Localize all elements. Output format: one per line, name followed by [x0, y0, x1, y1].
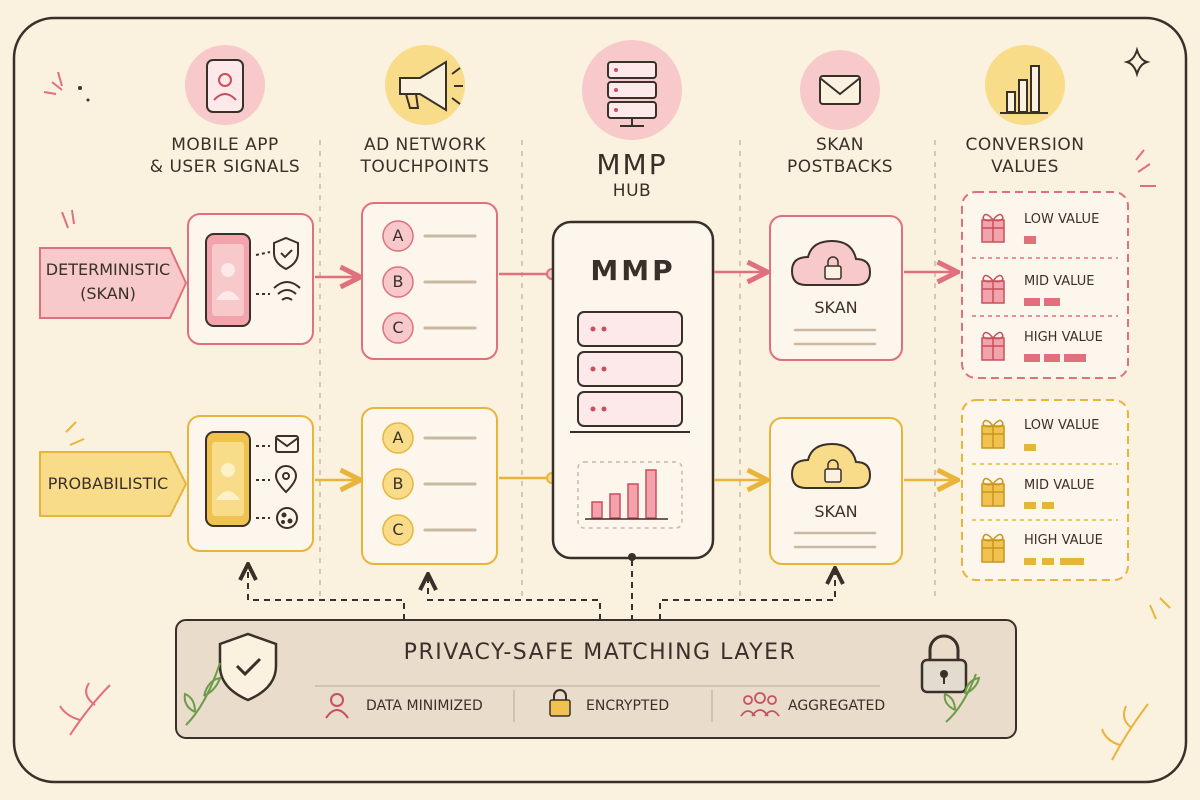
- mail-icon: [275, 435, 299, 453]
- bar-chart-icon: [1000, 65, 1048, 114]
- hub-bar-chart-icon: [585, 469, 668, 520]
- column-title-line: POSTBACKS: [786, 157, 894, 177]
- megaphone-icon: [399, 60, 463, 112]
- gift-icon: [981, 274, 1005, 304]
- tier-high-pink: HIGH VALUE: [1024, 330, 1103, 345]
- header-icons: [185, 40, 1065, 140]
- legend-encrypted: ENCRYPTED: [586, 698, 670, 714]
- padlock-large-icon: [920, 634, 968, 694]
- probabilistic-label: PROBABILISTIC: [42, 473, 174, 495]
- column-title-mobile-app: MOBILE APP & USER SIGNALS: [135, 134, 315, 178]
- column-title-line: MOBILE APP: [171, 135, 279, 155]
- gift-icon: [981, 477, 1005, 507]
- deterministic-tag: [39, 247, 188, 319]
- user-icon: [325, 693, 349, 719]
- row-tag-line: PROBABILISTIC: [47, 474, 169, 493]
- privacy-layer-box: [175, 619, 1017, 739]
- lock-icon: [549, 689, 571, 717]
- touchpoint-b: B: [392, 474, 404, 493]
- cloud-lock-yellow-icon: [790, 442, 872, 489]
- group-icon: [740, 692, 780, 717]
- probabilistic-tag: [39, 451, 188, 517]
- column-title-line: MMP: [596, 148, 668, 181]
- row-tag-line: (SKAN): [80, 284, 136, 303]
- row-tag-line: DETERMINISTIC: [45, 260, 171, 279]
- touchpoint-c: C: [392, 318, 404, 337]
- column-title-line: SKAN: [816, 135, 864, 155]
- privacy-connectors: [248, 560, 835, 620]
- envelope-icon: [819, 75, 861, 105]
- value-bars-pink: [1024, 236, 1086, 362]
- privacy-title: PRIVACY-SAFE MATCHING LAYER: [403, 640, 797, 665]
- column-title-line: CONVERSION: [965, 135, 1085, 155]
- skan-label-deterministic: SKAN: [814, 298, 858, 317]
- outer-frame: [12, 16, 1188, 784]
- gift-icon: [981, 331, 1005, 361]
- phone-yellow-icon: [205, 431, 251, 527]
- tier-mid-yellow: MID VALUE: [1024, 478, 1095, 493]
- touchpoint-a: A: [392, 226, 404, 245]
- tier-mid-pink: MID VALUE: [1024, 274, 1095, 289]
- touchpoint-b: B: [392, 272, 404, 291]
- cookie-icon: [276, 507, 298, 529]
- gift-icon: [981, 533, 1005, 563]
- legend-aggregated: AGGREGATED: [788, 698, 886, 714]
- touchpoint-a: A: [392, 428, 404, 447]
- leaf-decoration: [183, 662, 981, 726]
- skan-label-probabilistic: SKAN: [814, 502, 858, 521]
- hub-server-icon: [570, 311, 690, 433]
- column-title-line: AD NETWORK: [363, 135, 487, 155]
- column-title-conversion: CONVERSION VALUES: [935, 134, 1115, 178]
- column-title-ad-network: AD NETWORK TOUCHPOINTS: [335, 134, 515, 178]
- server-icon: [607, 61, 657, 127]
- decorations: [43, 71, 1156, 736]
- tier-low-yellow: LOW VALUE: [1024, 418, 1100, 433]
- gift-icon: [981, 213, 1005, 243]
- sparkle-icon: [1123, 46, 1151, 78]
- shield-check-large-icon: [218, 632, 278, 702]
- touchpoint-c: C: [392, 520, 404, 539]
- column-title-mmp-hub: MMP HUB: [542, 150, 722, 202]
- legend-data-minimized: DATA MINIMIZED: [366, 698, 483, 714]
- deterministic-label: DETERMINISTIC (SKAN): [42, 258, 174, 306]
- hub-title: MMP: [590, 254, 676, 287]
- value-bars-yellow: [1024, 444, 1084, 565]
- wifi-icon: [273, 281, 301, 301]
- skan-box-deterministic: [769, 215, 903, 361]
- shield-check-icon: [273, 236, 299, 271]
- skan-box-probabilistic: [769, 417, 903, 565]
- column-title-line: HUB: [612, 181, 652, 201]
- gift-icon: [981, 419, 1005, 449]
- tier-high-yellow: HIGH VALUE: [1024, 533, 1103, 548]
- column-title-line: & USER SIGNALS: [149, 157, 301, 177]
- cloud-lock-pink-icon: [790, 239, 872, 286]
- phone-pink-icon: [205, 233, 251, 327]
- column-title-line: TOUCHPOINTS: [360, 157, 490, 177]
- tier-low-pink: LOW VALUE: [1024, 212, 1100, 227]
- smartphone-user-icon: [206, 59, 244, 113]
- column-title-line: VALUES: [991, 157, 1059, 177]
- column-title-skan: SKAN POSTBACKS: [750, 134, 930, 178]
- location-pin-icon: [274, 465, 298, 494]
